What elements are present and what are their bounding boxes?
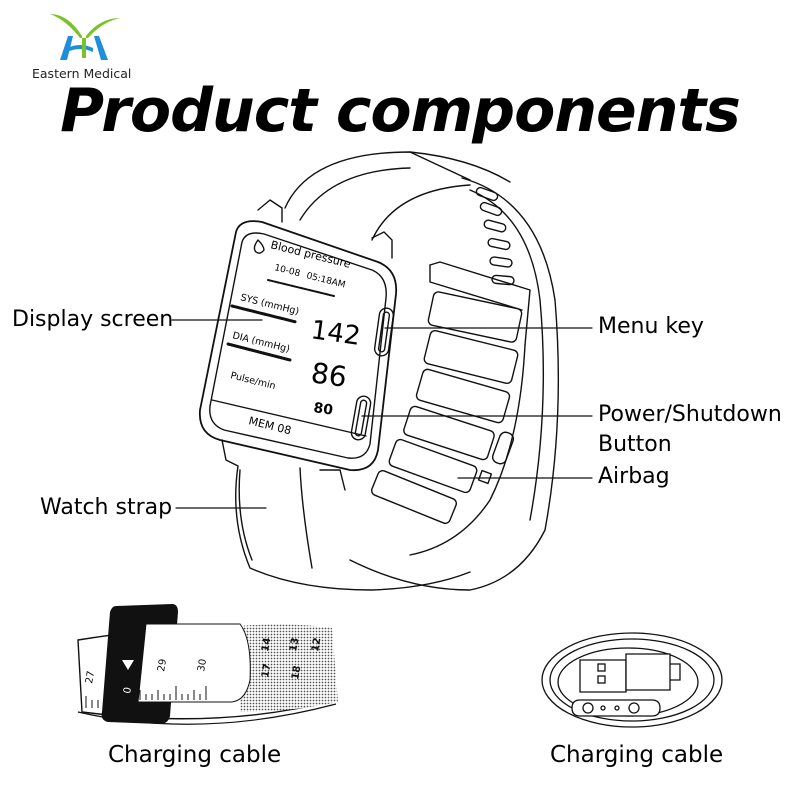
callout-watch-strap: Watch strap <box>40 495 173 520</box>
svg-text:80: 80 <box>312 400 334 419</box>
svg-text:29: 29 <box>156 658 169 672</box>
eastern-medical-logo-icon <box>50 14 120 60</box>
svg-text:Blood pressure: Blood pressure <box>269 238 352 271</box>
svg-text:13: 13 <box>288 637 301 653</box>
svg-text:14: 14 <box>260 637 273 653</box>
svg-text:27: 27 <box>84 670 97 684</box>
callout-power-line2: Button <box>598 432 672 457</box>
svg-text:0: 0 <box>122 686 134 694</box>
callout-airbag: Airbag <box>598 464 670 489</box>
blood-drop-icon <box>253 239 265 254</box>
svg-text:86: 86 <box>309 356 349 394</box>
svg-text:17: 17 <box>260 663 273 679</box>
callout-display-screen: Display screen <box>12 307 174 332</box>
svg-text:Pulse/min: Pulse/min <box>229 370 276 392</box>
svg-text:10-08: 10-08 <box>273 263 301 279</box>
callout-power-line1: Power/Shutdown <box>598 402 782 427</box>
caption-measuring-tape: Charging cable <box>108 742 282 768</box>
svg-text:18: 18 <box>290 665 303 681</box>
brand-logo: Eastern Medical <box>20 8 150 81</box>
brand-name: Eastern Medical <box>32 66 132 81</box>
caption-charging-cable: Charging cable <box>550 742 724 768</box>
svg-text:142: 142 <box>309 315 362 352</box>
svg-text:05:18AM: 05:18AM <box>305 271 346 290</box>
page-title: Product components <box>60 76 741 146</box>
svg-text:12: 12 <box>310 637 323 653</box>
svg-text:30: 30 <box>196 658 209 672</box>
svg-text:MEM 08: MEM 08 <box>247 414 292 437</box>
svg-text:SYS (mmHg): SYS (mmHg) <box>239 292 300 317</box>
svg-text:DIA (mmHg): DIA (mmHg) <box>231 330 291 355</box>
callout-menu-key: Menu key <box>598 314 704 339</box>
callout-power-button: Power/Shutdown Button <box>598 402 782 458</box>
